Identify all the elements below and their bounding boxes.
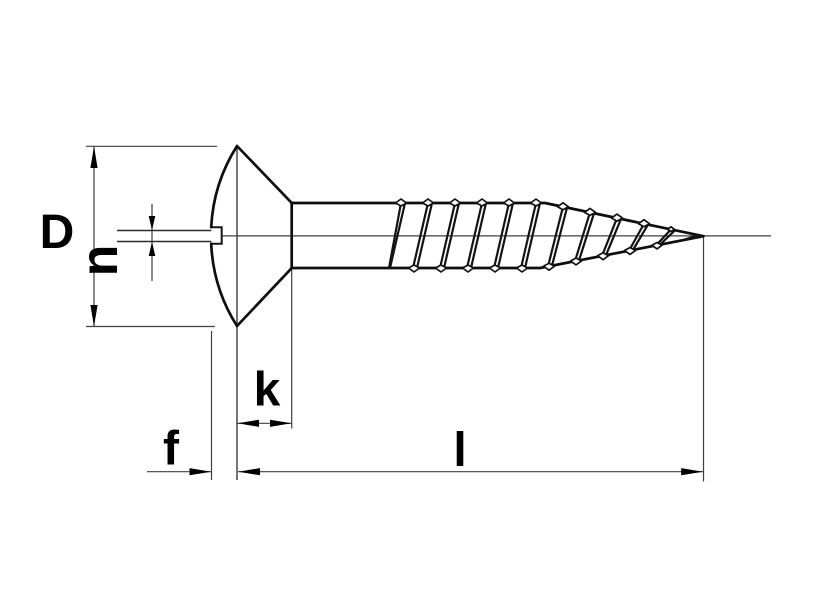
dim-label-screw-length: l <box>453 424 466 477</box>
thread-crest-point <box>637 218 651 228</box>
thread-flank-line <box>546 205 565 268</box>
thread-crest-point <box>448 198 462 207</box>
thread-crest-point <box>569 257 583 266</box>
thread-crest-point <box>529 198 543 207</box>
thread-crest-point <box>407 264 421 273</box>
arrow-left-icon <box>237 419 259 427</box>
arrow-up-icon <box>90 146 98 168</box>
thread-flank-line <box>573 211 592 263</box>
thread-crest-point <box>666 225 676 233</box>
thread-crest-point <box>394 198 408 207</box>
thread-flank-line <box>604 217 623 257</box>
thread-crest-point <box>475 198 489 207</box>
arrow-down-icon <box>148 216 156 231</box>
thread-crest-point <box>434 264 448 273</box>
screw-slot-profile <box>117 226 223 245</box>
dim-label-slot-width: n <box>71 245 129 277</box>
thread-flanks <box>387 201 703 270</box>
thread-flank-line <box>496 201 515 270</box>
thread-flank-line <box>469 201 488 270</box>
thread-flank-line <box>492 201 511 270</box>
thread-crest-point <box>651 241 663 250</box>
thread-crest-point <box>421 198 435 207</box>
thread-flank-line <box>411 201 430 270</box>
thread-crest-point <box>583 207 597 217</box>
thread-crest-point <box>542 262 556 272</box>
thread-flank-line <box>387 201 403 270</box>
thread-crest-point <box>556 201 570 211</box>
thread-flank-line <box>631 223 650 252</box>
arrow-down-icon <box>90 305 98 327</box>
arrow-right-icon <box>270 419 292 427</box>
arrow-right-icon <box>681 468 703 476</box>
dimension-head-diameter <box>90 146 98 327</box>
thread-flank-line <box>442 201 461 270</box>
dim-label-dome-height: f <box>163 423 180 476</box>
thread-flank-line <box>681 233 700 242</box>
thread-flank-line <box>627 222 646 252</box>
dim-label-head-diameter: D <box>40 206 75 259</box>
thread-flank-line <box>550 206 569 267</box>
dim-label-head-height: k <box>254 364 281 417</box>
arrow-right-icon <box>189 468 212 476</box>
thread-crest-point <box>596 251 610 261</box>
arrow-left-icon <box>238 468 260 476</box>
arrow-up-icon <box>148 241 156 256</box>
thread-flank-line <box>519 201 538 270</box>
thread-crest-point <box>623 246 637 256</box>
thread-flank-line <box>690 234 703 240</box>
dimension-dome-height <box>147 468 212 476</box>
thread-flank-line <box>600 216 619 258</box>
thread-crest-point <box>461 264 475 273</box>
thread-crest-point <box>502 198 516 207</box>
thread-crests <box>394 198 676 273</box>
thread-flank-line <box>577 212 596 262</box>
thread-flank-line <box>658 229 677 246</box>
thread-flank-line <box>438 201 457 270</box>
thread-flank-line <box>388 201 407 270</box>
thread-crest-point <box>488 264 502 273</box>
screw-head-outline <box>209 144 294 328</box>
thread-crest-point <box>515 264 529 273</box>
thread-flank-line <box>523 201 542 270</box>
thread-flank-line <box>465 201 484 270</box>
thread-crest-point <box>610 213 624 222</box>
thread-flank-line <box>415 201 434 270</box>
dimension-screw-length <box>238 468 703 476</box>
extension-lines <box>86 145 705 482</box>
dimension-head-height <box>237 419 292 427</box>
dimension-slot-width <box>148 204 156 281</box>
